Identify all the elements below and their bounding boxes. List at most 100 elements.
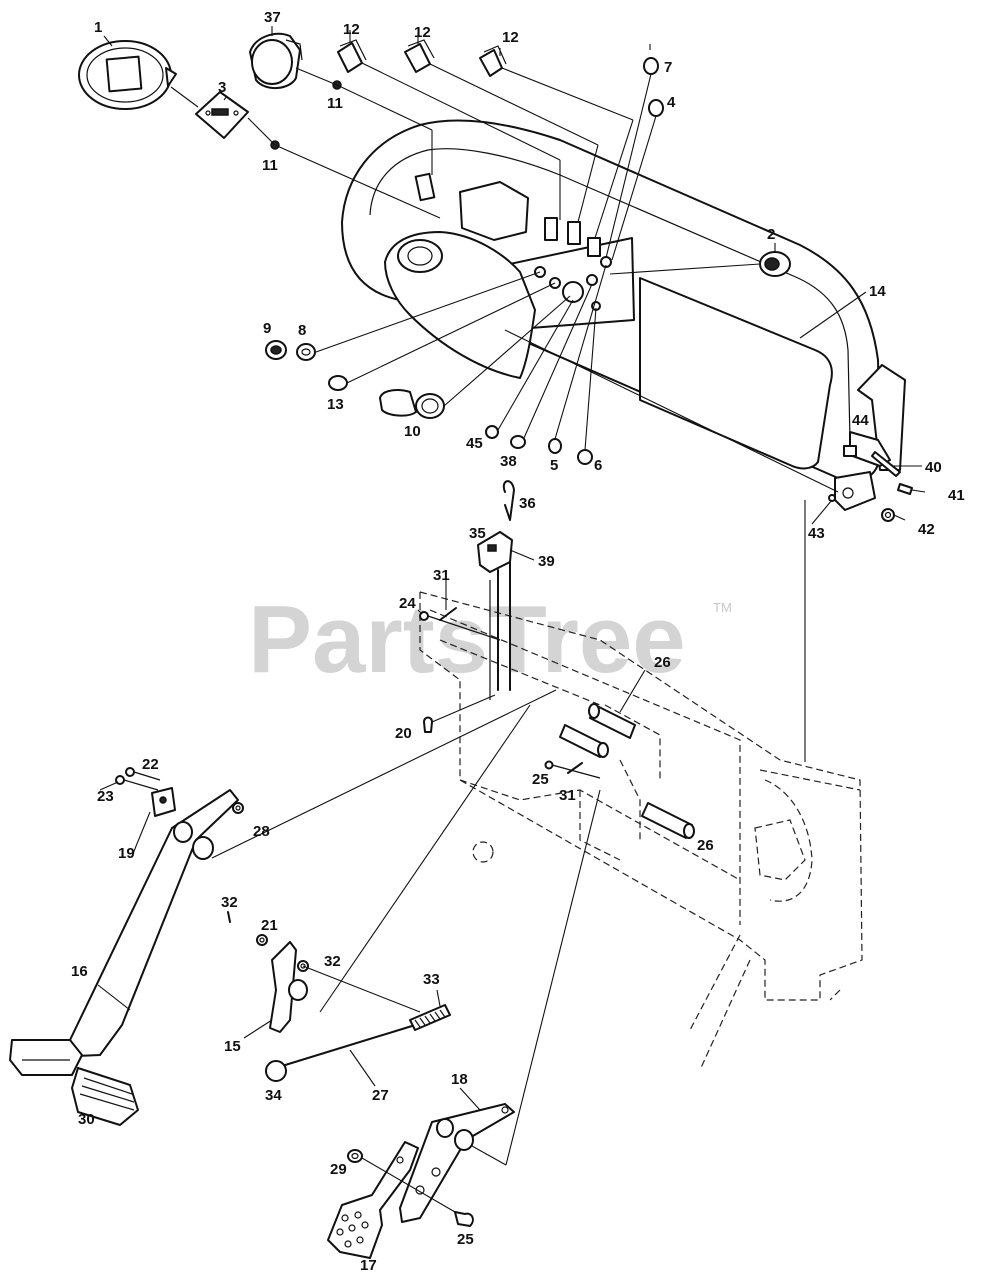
callout-leaders — [97, 26, 867, 1111]
callout-18: 18 — [451, 1071, 468, 1088]
callout-9: 9 — [263, 320, 271, 337]
bracket-part-39[interactable] — [489, 561, 511, 700]
callout-11-b: 11 — [262, 157, 278, 174]
callout-25-mid: 25 — [532, 771, 549, 788]
spring-part-33[interactable] — [409, 1004, 451, 1031]
callout-labels: 1 37 12 12 12 7 4 3 11 11 2 14 9 8 13 10… — [71, 9, 965, 1274]
callout-15: 15 — [224, 1038, 241, 1055]
bolt-part-23[interactable] — [115, 775, 159, 791]
callout-3: 3 — [218, 79, 226, 96]
bracket-part-19[interactable] — [151, 787, 176, 817]
nut-part-29[interactable] — [347, 1149, 363, 1163]
key-switch-part-37[interactable] — [249, 32, 303, 89]
callout-24: 24 — [399, 595, 416, 612]
callout-12-a: 12 — [343, 21, 360, 38]
bolt-part-20[interactable] — [423, 716, 433, 733]
switch-part-12-c[interactable] — [479, 45, 507, 77]
clip-part-44[interactable] — [843, 445, 857, 457]
callout-28: 28 — [253, 823, 270, 840]
plug-part-13[interactable] — [328, 375, 348, 391]
callout-30: 30 — [78, 1111, 95, 1128]
bolt-part-40[interactable] — [871, 451, 901, 477]
pin-part-26-upper[interactable] — [559, 703, 636, 758]
callout-11-a: 11 — [327, 95, 343, 112]
callout-10: 10 — [404, 423, 421, 440]
pedal-pad-part-30[interactable] — [71, 1067, 139, 1126]
pin-part-31-upper[interactable] — [439, 607, 457, 621]
callout-21: 21 — [261, 917, 278, 934]
callout-7: 7 — [664, 59, 672, 76]
nut-part-28[interactable] — [232, 802, 244, 814]
callout-43: 43 — [808, 525, 825, 542]
bracket-part-3[interactable] — [195, 91, 249, 139]
screw-part-41[interactable] — [897, 483, 913, 495]
pin-part-31-lower[interactable] — [567, 762, 583, 774]
lamp-part-7[interactable] — [643, 57, 659, 75]
screw-part-25-mid[interactable] — [544, 760, 601, 779]
callout-31-upper: 31 — [433, 567, 450, 584]
callout-20: 20 — [395, 725, 412, 742]
callout-39: 39 — [538, 553, 555, 570]
callout-29: 29 — [330, 1161, 347, 1178]
callout-27: 27 — [372, 1087, 389, 1104]
callout-41: 41 — [948, 487, 965, 504]
callout-12-b: 12 — [414, 24, 431, 41]
callout-4: 4 — [667, 94, 676, 111]
callout-33: 33 — [423, 971, 440, 988]
nut-part-9[interactable] — [265, 340, 287, 360]
washer-part-21[interactable] — [256, 934, 268, 946]
washer-part-43[interactable] — [828, 494, 836, 502]
grommet-part-2[interactable] — [759, 251, 791, 277]
bolt-part-25-lower[interactable] — [454, 1211, 474, 1227]
callout-45: 45 — [466, 435, 483, 452]
dash-panel-part-14[interactable] — [341, 119, 906, 511]
callout-42: 42 — [918, 521, 935, 538]
callout-17: 17 — [360, 1257, 377, 1274]
callout-40: 40 — [925, 459, 942, 476]
rod-part-27[interactable] — [281, 1025, 413, 1067]
callout-13: 13 — [327, 396, 344, 413]
arm-part-18[interactable] — [399, 1103, 515, 1223]
watermark-trademark: TM — [713, 600, 732, 615]
bracket-part-17[interactable] — [327, 1141, 419, 1259]
power-outlet-part-10[interactable] — [379, 389, 445, 419]
callout-2: 2 — [767, 226, 775, 243]
hour-meter-part-1[interactable] — [78, 40, 177, 110]
bolt-part-22[interactable] — [125, 767, 161, 781]
callout-19: 19 — [118, 845, 135, 862]
pin-part-32-upper[interactable] — [227, 911, 231, 923]
callout-8: 8 — [298, 322, 306, 339]
pin-part-26-lower[interactable] — [641, 802, 695, 839]
callout-23: 23 — [97, 788, 114, 805]
lamp-part-38[interactable] — [510, 435, 526, 449]
callout-38: 38 — [500, 453, 517, 470]
callout-5: 5 — [550, 457, 558, 474]
nut-part-42[interactable] — [881, 508, 895, 522]
callout-22: 22 — [142, 756, 159, 773]
lever-part-15[interactable] — [269, 941, 308, 1033]
callout-12-c: 12 — [502, 29, 519, 46]
callout-44: 44 — [852, 412, 869, 429]
lamp-part-5[interactable] — [548, 438, 562, 454]
lamp-part-4[interactable] — [648, 99, 664, 117]
switch-part-12-a[interactable] — [337, 39, 367, 73]
callout-32-upper: 32 — [221, 894, 238, 911]
callout-32-lower: 32 — [324, 953, 341, 970]
pedal-part-16[interactable] — [9, 789, 239, 1076]
callout-34: 34 — [265, 1087, 282, 1104]
washer-part-8[interactable] — [296, 343, 316, 361]
callout-1: 1 — [94, 19, 102, 36]
cotter-pin-part-36[interactable] — [502, 480, 515, 521]
callout-36: 36 — [519, 495, 536, 512]
screw-part-24[interactable] — [419, 611, 501, 641]
watermark-text: PartsTree — [248, 586, 686, 693]
switch-part-12-b[interactable] — [404, 39, 435, 73]
callout-16: 16 — [71, 963, 88, 980]
callout-14: 14 — [869, 283, 886, 300]
lamp-part-6[interactable] — [577, 449, 593, 465]
knob-part-34[interactable] — [265, 1060, 287, 1082]
chassis-frame — [419, 591, 863, 1071]
callout-37: 37 — [264, 9, 281, 26]
lamp-part-45[interactable] — [485, 425, 499, 439]
